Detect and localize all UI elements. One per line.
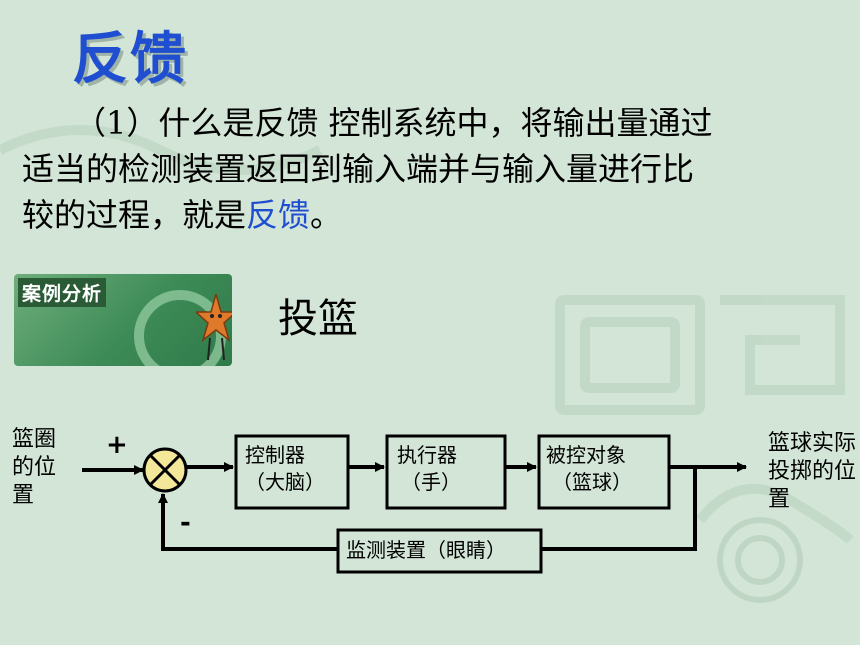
controller-note: （大脑） [245,470,325,494]
feedback-line-right [541,467,697,551]
paragraph-line-3-end: 。 [310,196,343,234]
controller-label: 控制器 （大脑） [245,442,325,496]
controller-block [234,434,350,510]
feedback-highlight: 反馈 [246,196,311,234]
star-mascot-icon [196,294,232,361]
example-title: 投篮 [278,296,358,342]
minus-sign: - [180,508,191,538]
plant-label: 被控对象 （篮球） [546,442,632,496]
plus-sign: + [106,430,128,460]
page-title: 反馈 [72,27,188,92]
plant-block [537,434,671,510]
feedback-line-left [158,493,338,551]
case-analysis-label: 案例分析 [18,278,107,307]
plant-note: （篮球） [552,470,632,494]
definition-paragraph: （1）什么是反馈 控制系统中，将输出量通过 适当的检测装置返回到输入端并与输入量… [22,100,847,238]
comparator-cross-icon [142,447,188,493]
plant-name: 被控对象 [546,443,626,467]
paragraph-line-1: （1）什么是反馈 控制系统中，将输出量通过 [74,104,713,142]
input-label: 篮圈的位置 [12,427,57,508]
case-analysis-badge: 案例分析 [14,274,232,366]
controller-name: 控制器 [245,443,305,467]
actuator-block [385,434,507,510]
sensor-label: 监测装置（眼睛） [346,538,506,562]
actuator-name: 执行器 [397,443,457,467]
output-label: 篮球实际投掷的位置 [768,431,857,512]
actuator-label: 执行器 （手） [397,442,461,496]
paragraph-line-3: 较的过程，就是反馈。 [22,192,847,238]
paragraph-line-3-text: 较的过程，就是 [22,196,247,234]
actuator-note: （手） [401,470,461,494]
paragraph-line-2: 适当的检测装置返回到输入端并与输入量进行比 [22,150,695,188]
